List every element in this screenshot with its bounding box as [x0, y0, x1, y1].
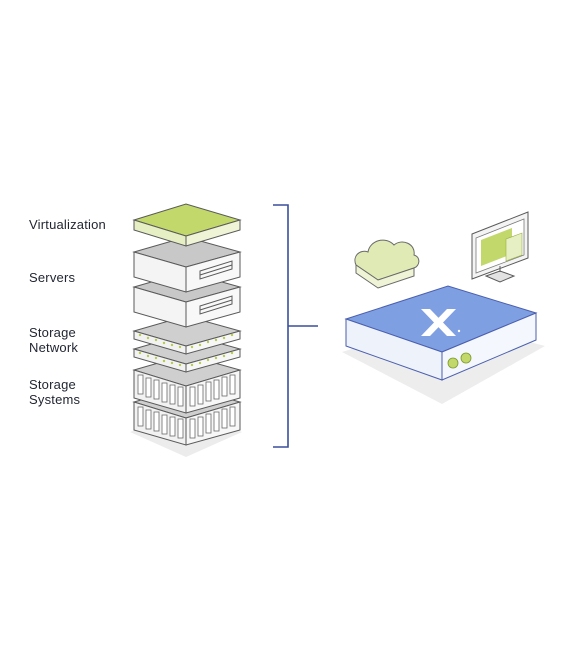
label-virtualization: Virtualization — [29, 217, 106, 232]
monitor-icon — [471, 211, 529, 283]
server-stack-icon — [130, 203, 242, 457]
cloud-icon — [354, 239, 420, 289]
bracket-icon — [273, 204, 318, 448]
server-unit-1 — [132, 236, 242, 293]
network-switch-1 — [132, 315, 242, 355]
nutanix-x-logo-icon — [421, 309, 461, 336]
label-storage-network: Storage Network — [29, 325, 78, 355]
appliance-icon — [344, 285, 538, 381]
label-storage-network-line2: Network — [29, 340, 79, 355]
label-storage-systems-line2: Systems — [29, 392, 81, 407]
virtualization-layer — [132, 203, 242, 247]
label-storage-systems-line1: Storage — [29, 377, 76, 392]
label-storage-network-line1: Storage — [29, 325, 76, 340]
label-servers: Servers — [29, 270, 76, 285]
label-storage-systems: Storage Systems — [29, 377, 80, 407]
